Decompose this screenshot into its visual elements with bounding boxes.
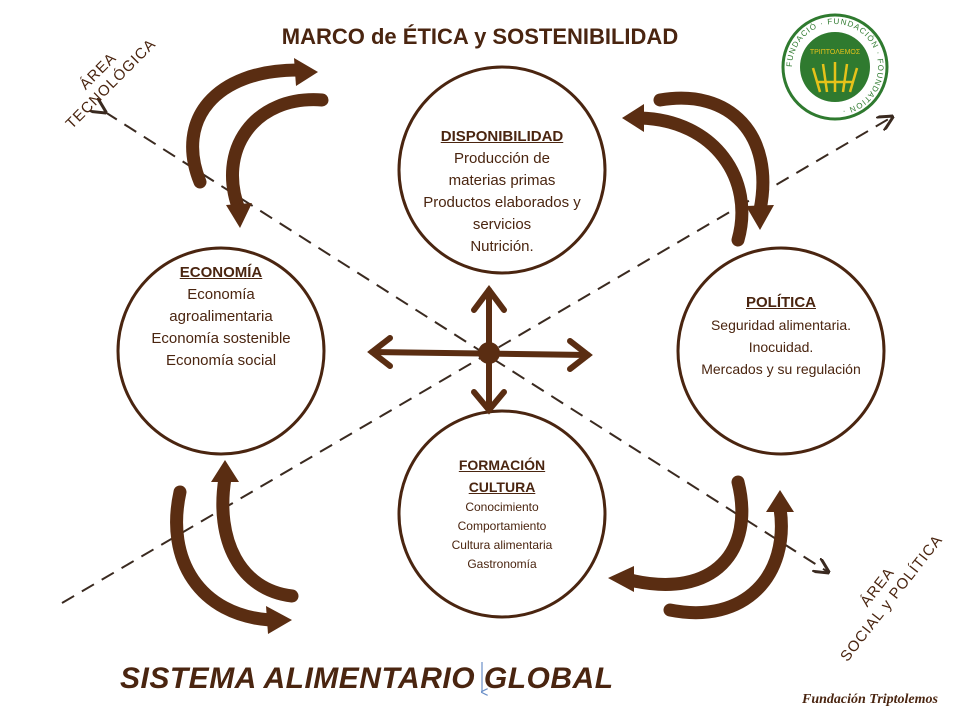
wheat-icon (811, 62, 859, 93)
economia-heading: ECONOMÍA (179, 264, 263, 281)
formacion-line: Comportamiento (457, 519, 547, 533)
economia-circle (116, 246, 326, 456)
cycle-arrow-bottom-right-outer (623, 475, 749, 591)
formacion-line: Conocimiento (465, 500, 539, 514)
politica-circle (676, 246, 886, 456)
cycle-arrow-bottom-left-inner (216, 471, 299, 603)
formacion-circle (397, 409, 607, 619)
formacion-heading-1: FORMACIÓN (458, 457, 546, 473)
politica-text: POLÍTICA Seguridad alimentaria. Inocuida… (678, 292, 884, 380)
economia-line: Economía sostenible (151, 330, 291, 347)
economia-text: ECONOMÍA Economía agroalimentaria Econom… (126, 262, 316, 372)
center-node (478, 342, 500, 364)
disponibilidad-line: Nutrición. (470, 238, 534, 255)
cycle-arrow-bottom-left-outer (170, 485, 277, 627)
diagram-title: MARCO de ÉTICA y SOSTENIBILIDAD (281, 24, 679, 49)
formacion-text: FORMACIÓN CULTURA Conocimiento Comportam… (412, 454, 592, 574)
sistema-title: SISTEMA ALIMENTARIO GLOBAL (120, 662, 614, 695)
disponibilidad-line: Producción de (454, 150, 550, 167)
cycle-arrow-top-left-outer (186, 63, 305, 189)
politica-line: Inocuidad. (748, 339, 814, 355)
cycle-arrow-top-right-outer (653, 91, 770, 217)
disponibilidad-circle (397, 65, 607, 275)
disponibilidad-line: Productos elaborados y (423, 194, 581, 211)
politica-line: Mercados y su regulación (701, 361, 861, 377)
disponibilidad-heading: DISPONIBILIDAD (440, 128, 564, 145)
economia-line: Economía social (165, 352, 277, 369)
disponibilidad-line: materias primas (448, 172, 556, 189)
economia-line: agroalimentaria (169, 308, 273, 325)
formacion-line: Cultura alimentaria (451, 538, 553, 552)
cycle-arrowhead-3 (746, 205, 774, 230)
signature: Fundación Triptolemos (801, 692, 938, 707)
fundacion-logo: FUNDACIÓ · FUNDACIÓN · FOUNDATION · ΤΡΙΠ… (781, 13, 889, 121)
cycle-arrowhead-8 (766, 490, 794, 512)
cycle-arrowhead-7 (608, 566, 634, 592)
cycle-arrow-bottom-right-inner (663, 501, 788, 620)
formacion-line: Gastronomía (467, 557, 537, 571)
formacion-heading-2: CULTURA (468, 479, 536, 495)
politica-heading: POLÍTICA (746, 294, 816, 311)
cycle-arrowhead-2 (226, 203, 252, 228)
cycle-arrowhead-6 (211, 460, 239, 482)
logo-center-text: ΤΡΙΠΤΟΛΕΜΟΣ (810, 49, 861, 56)
economia-line: Economía (187, 286, 255, 303)
cycle-arrowhead-4 (622, 104, 644, 132)
disponibilidad-text: DISPONIBILIDAD Producción de materias pr… (402, 126, 602, 258)
cycle-arrowhead-5 (266, 606, 292, 634)
cycle-arrow-top-left-inner (226, 93, 329, 219)
tech-axis-line (105, 112, 828, 572)
cycle-arrow-top-right-inner (633, 111, 749, 247)
cycle-arrowhead-1 (294, 58, 318, 86)
disponibilidad-line: servicios (472, 216, 532, 233)
politica-line: Seguridad alimentaria. (710, 317, 852, 333)
